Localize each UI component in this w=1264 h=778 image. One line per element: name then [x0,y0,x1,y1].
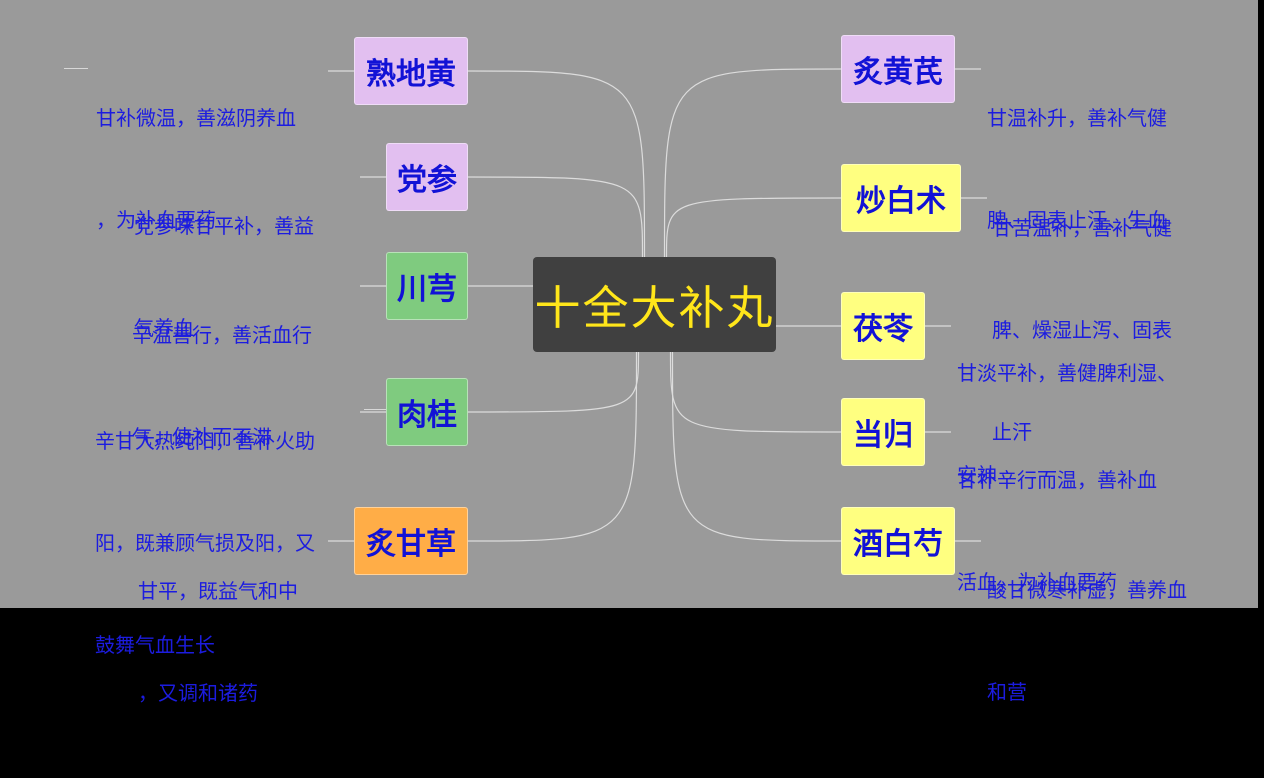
branch-description: 甘平，既益气和中 ，又调和诸药 [138,506,298,778]
connector-curve [467,351,640,413]
branch-label: 炙黄芪 [853,55,943,90]
branch-label: 肉桂 [397,398,457,433]
branch-node-jiubaishao[interactable]: 酒白芍 [841,507,955,575]
branch-description: 甘温补升，善补气健 脾、固表止汗、生血 [987,33,1167,305]
branch-description: 甘补辛行而温，善补血 活血，为补血要药 [957,395,1157,667]
description-line: 脾、燥湿止泻、固表 [992,318,1172,342]
description-line: 辛温善行，善活血行 [132,323,312,347]
connector-curve [663,68,842,258]
branch-label: 当归 [853,418,913,453]
branch-label: 茯苓 [853,312,913,347]
connector-stub [364,409,386,410]
description-line: 气，使补而不滞 [132,425,272,449]
description-line: 甘温补升，善补气健 [987,106,1167,130]
branch-label: 熟地黄 [366,57,456,92]
branch-node-rougui[interactable]: 肉桂 [386,378,468,446]
mind-map-canvas: 十全大补丸 熟地黄 党参 川芎 肉桂 炙甘草 炙黄芪 炒白术 茯苓 当归 酒白芍… [0,0,1258,705]
description-line: 甘补微温，善滋阴养血 [96,106,296,130]
description-line: 辛甘大热纯阳，善补火助 [95,429,315,453]
description-line: 活血，为补血要药 [957,570,1117,594]
branch-node-chaobaizhu[interactable]: 炒白术 [841,164,961,232]
branch-node-fuling[interactable]: 茯苓 [841,292,925,360]
branch-node-dangshen[interactable]: 党参 [386,143,468,211]
branch-label: 川芎 [397,272,457,307]
connector-curve [467,351,638,542]
description-line: 甘淡平补，善健脾利湿、 [957,361,1177,385]
branch-label: 酒白芍 [853,527,943,562]
branch-node-zhigancao[interactable]: 炙甘草 [354,507,468,575]
description-line: 气养血 [134,316,194,340]
branch-label: 党参 [397,163,457,198]
connector-curve [467,70,646,258]
branch-description: 辛温善行，善活血行 气，使补而不滞 [132,250,312,522]
description-line: 甘苦温补，善补气健 [992,216,1172,240]
description-line: ，为补血要药 [96,208,216,232]
connector-curve [671,351,842,542]
branch-description: 党参味甘平补，善益 气养血 [134,141,314,413]
root-label: 十全大补丸 [534,280,775,335]
branch-description: 酸甘微寒补虚，善养血 和营 [987,505,1187,777]
description-line: 止汗 [992,420,1032,444]
branch-description: 甘淡平补，善健脾利湿、 安神 [957,288,1177,560]
description-line: 脾、固表止汗、生血 [987,208,1167,232]
description-line: 安神 [957,463,997,487]
branch-node-zhihuangqi[interactable]: 炙黄芪 [841,35,955,103]
branch-description: 甘补微温，善滋阴养血 ，为补血要药 [96,33,296,305]
branch-node-danggui[interactable]: 当归 [841,398,925,466]
description-line: 甘补辛行而温，善补血 [957,468,1157,492]
branch-node-shudihuang[interactable]: 熟地黄 [354,37,468,105]
branch-label: 炙甘草 [366,527,456,562]
connector-curve [467,176,644,258]
connector-curve [665,197,842,258]
branch-connectors [328,68,987,542]
description-line: 甘平，既益气和中 [138,579,298,603]
branch-label: 炒白术 [856,184,946,219]
description-line: 和营 [987,680,1027,704]
branch-node-chuanxiong[interactable]: 川芎 [386,252,468,320]
connector-stub [64,68,88,69]
description-line: ，又调和诸药 [138,681,258,705]
description-line: 酸甘微寒补虚，善养血 [987,578,1187,602]
description-line: 党参味甘平补，善益 [134,214,314,238]
branch-description: 甘苦温补，善补气健 脾、燥湿止泻、固表 止汗 [992,143,1172,517]
connector-curve [669,351,842,433]
root-node[interactable]: 十全大补丸 [533,257,776,352]
description-line: 阳，既兼顾气损及阳，又 [95,531,315,555]
